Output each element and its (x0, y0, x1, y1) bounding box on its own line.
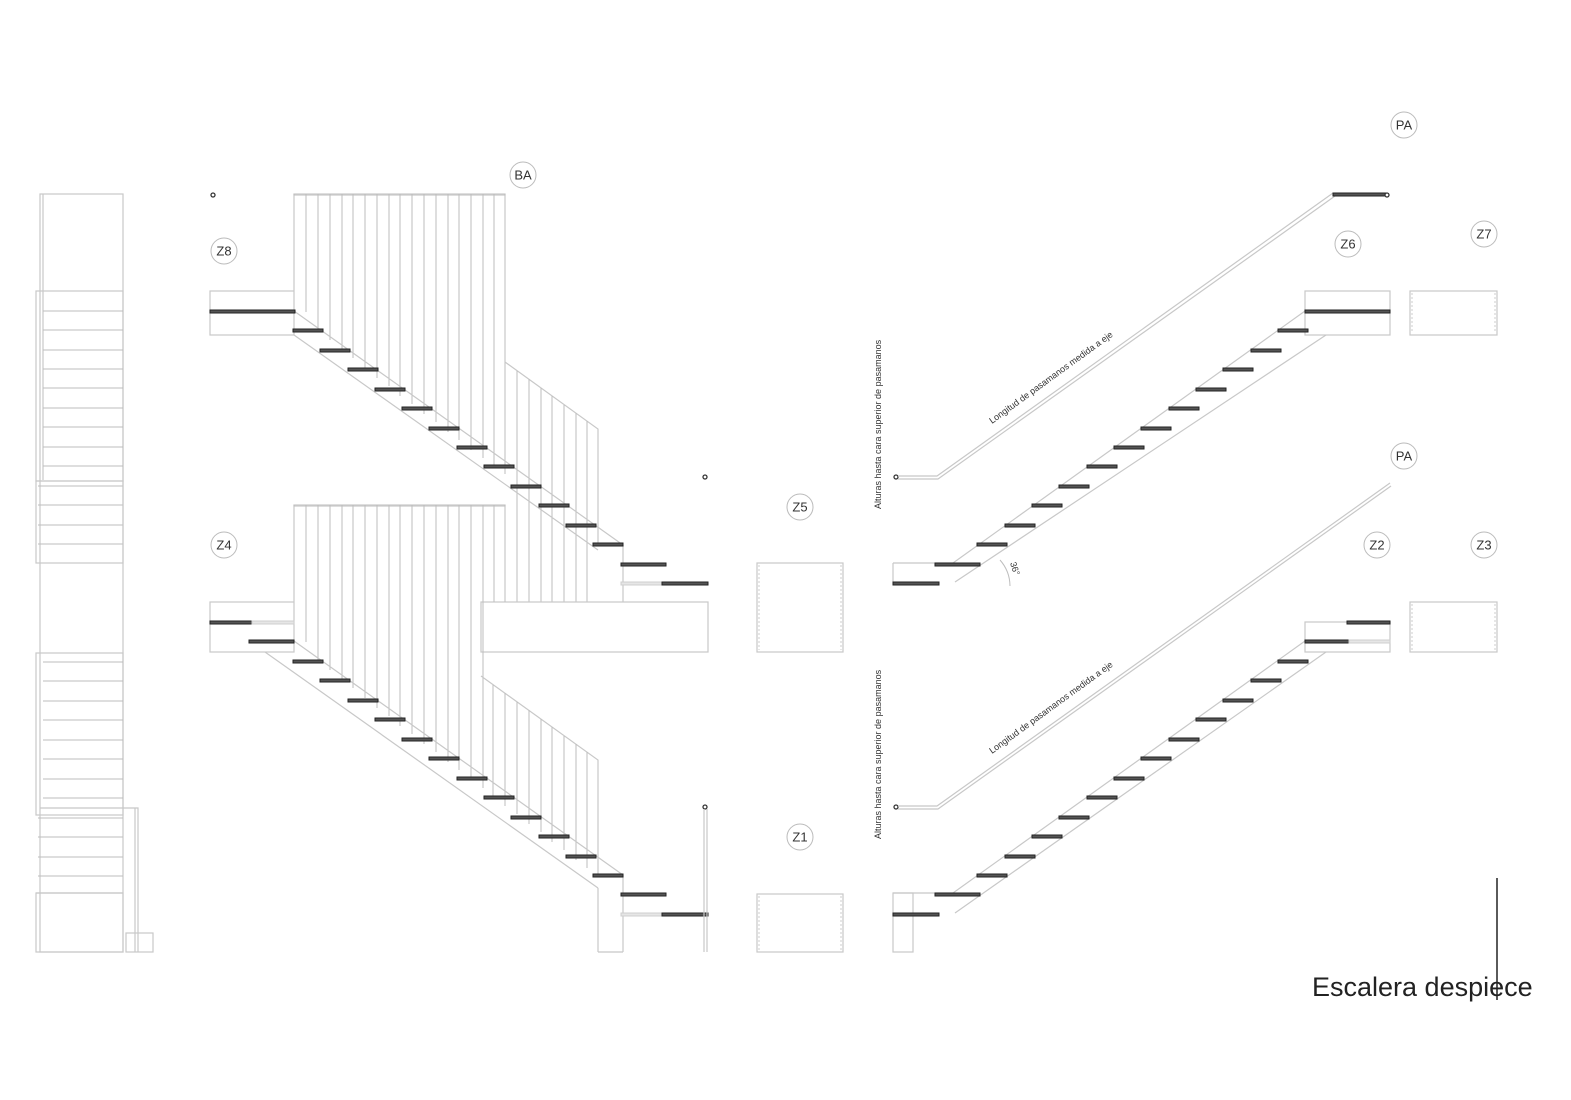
svg-text:PA: PA (1396, 449, 1413, 464)
side-elevation (35, 193, 154, 953)
svg-text:Z7: Z7 (1476, 227, 1491, 242)
handrail-length-note-bottom: Longitud de pasamanos medida a eje (987, 659, 1114, 755)
piece-z5 (756, 562, 844, 653)
tag-z3: Z3 (1470, 531, 1498, 559)
tag-z6: Z6 (1334, 230, 1362, 258)
svg-text:Z2: Z2 (1369, 538, 1384, 553)
svg-text:Z1: Z1 (792, 830, 807, 845)
handrail-height-note-top: Alturas hasta cara superior de pasamanos (873, 339, 883, 509)
angle-label: 36° (1008, 561, 1022, 577)
tag-z1: Z1 (786, 823, 814, 851)
tag-pa-top: PA (1390, 111, 1418, 139)
drawing-title: Escalera despiece (1312, 972, 1533, 1002)
svg-text:Z8: Z8 (216, 244, 231, 259)
piece-z3 (1409, 601, 1498, 653)
svg-text:Z3: Z3 (1476, 538, 1491, 553)
svg-text:Z5: Z5 (792, 500, 807, 515)
tag-z5: Z5 (786, 493, 814, 521)
lower-flight-elevation (209, 504, 709, 953)
tag-z2: Z2 (1363, 531, 1391, 559)
piece-z1 (756, 893, 844, 953)
handrail-height-note-bottom: Alturas hasta cara superior de pasamanos (873, 669, 883, 839)
upper-flight-elevation (209, 192, 709, 653)
svg-text:Z6: Z6 (1340, 237, 1355, 252)
svg-text:BA: BA (514, 168, 532, 183)
right-upper-flight (892, 192, 1498, 587)
tag-z7: Z7 (1470, 220, 1498, 248)
right-lower-flight (892, 482, 1498, 953)
tag-ba: BA (509, 161, 537, 189)
handrail-length-note-top: Longitud de pasamanos medida a eje (987, 329, 1114, 425)
svg-text:PA: PA (1396, 118, 1413, 133)
tag-z8: Z8 (210, 237, 238, 265)
tag-pa-bottom: PA (1390, 442, 1418, 470)
svg-text:Z4: Z4 (216, 538, 231, 553)
tag-z4: Z4 (210, 531, 238, 559)
piece-z7 (1409, 290, 1498, 336)
